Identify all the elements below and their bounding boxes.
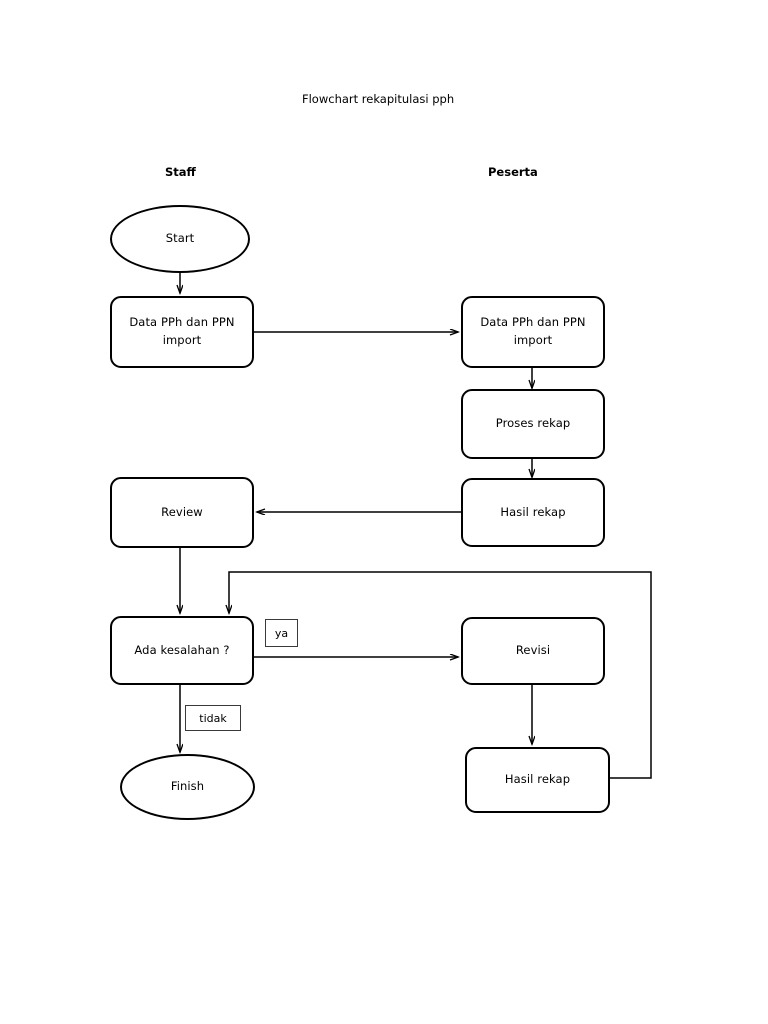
node-ada-kesalahan[interactable]: Ada kesalahan ? xyxy=(110,616,254,685)
node-data-staff-line2: import xyxy=(162,333,202,347)
node-revisi-label: Revisi xyxy=(515,643,551,658)
node-start-label: Start xyxy=(165,231,195,246)
node-proses-rekap-label: Proses rekap xyxy=(495,416,571,431)
node-hasil-rekap-1[interactable]: Hasil rekap xyxy=(461,478,605,547)
node-hasil-rekap-2[interactable]: Hasil rekap xyxy=(465,747,610,813)
edge-label-tidak-text: tidak xyxy=(199,711,227,725)
node-data-pph-ppn-import-staff[interactable]: Data PPh dan PPN import xyxy=(110,296,254,368)
node-finish-label: Finish xyxy=(170,779,205,794)
node-data-pph-ppn-import-peserta[interactable]: Data PPh dan PPN import xyxy=(461,296,605,368)
edge-label-tidak: tidak xyxy=(185,705,241,731)
node-ada-kesalahan-label: Ada kesalahan ? xyxy=(134,642,230,657)
node-hasil-rekap-2-label: Hasil rekap xyxy=(504,772,571,787)
node-start[interactable]: Start xyxy=(110,205,250,273)
node-hasil-rekap-1-label: Hasil rekap xyxy=(500,504,566,519)
edge-label-ya: ya xyxy=(265,619,298,647)
column-header-peserta: Peserta xyxy=(488,165,538,179)
node-finish[interactable]: Finish xyxy=(120,754,255,820)
node-revisi[interactable]: Revisi xyxy=(461,617,605,685)
node-proses-rekap[interactable]: Proses rekap xyxy=(461,389,605,459)
column-header-staff: Staff xyxy=(165,165,196,179)
node-data-peserta-line1: Data PPh dan PPN xyxy=(480,315,586,330)
node-review-label: Review xyxy=(161,504,203,519)
edge-label-ya-text: ya xyxy=(274,626,289,640)
node-data-staff-line1: Data PPh dan PPN xyxy=(129,315,235,330)
page-title: Flowchart rekapitulasi pph xyxy=(302,92,455,106)
node-data-peserta-line2: import xyxy=(513,333,553,347)
node-review[interactable]: Review xyxy=(110,477,254,548)
